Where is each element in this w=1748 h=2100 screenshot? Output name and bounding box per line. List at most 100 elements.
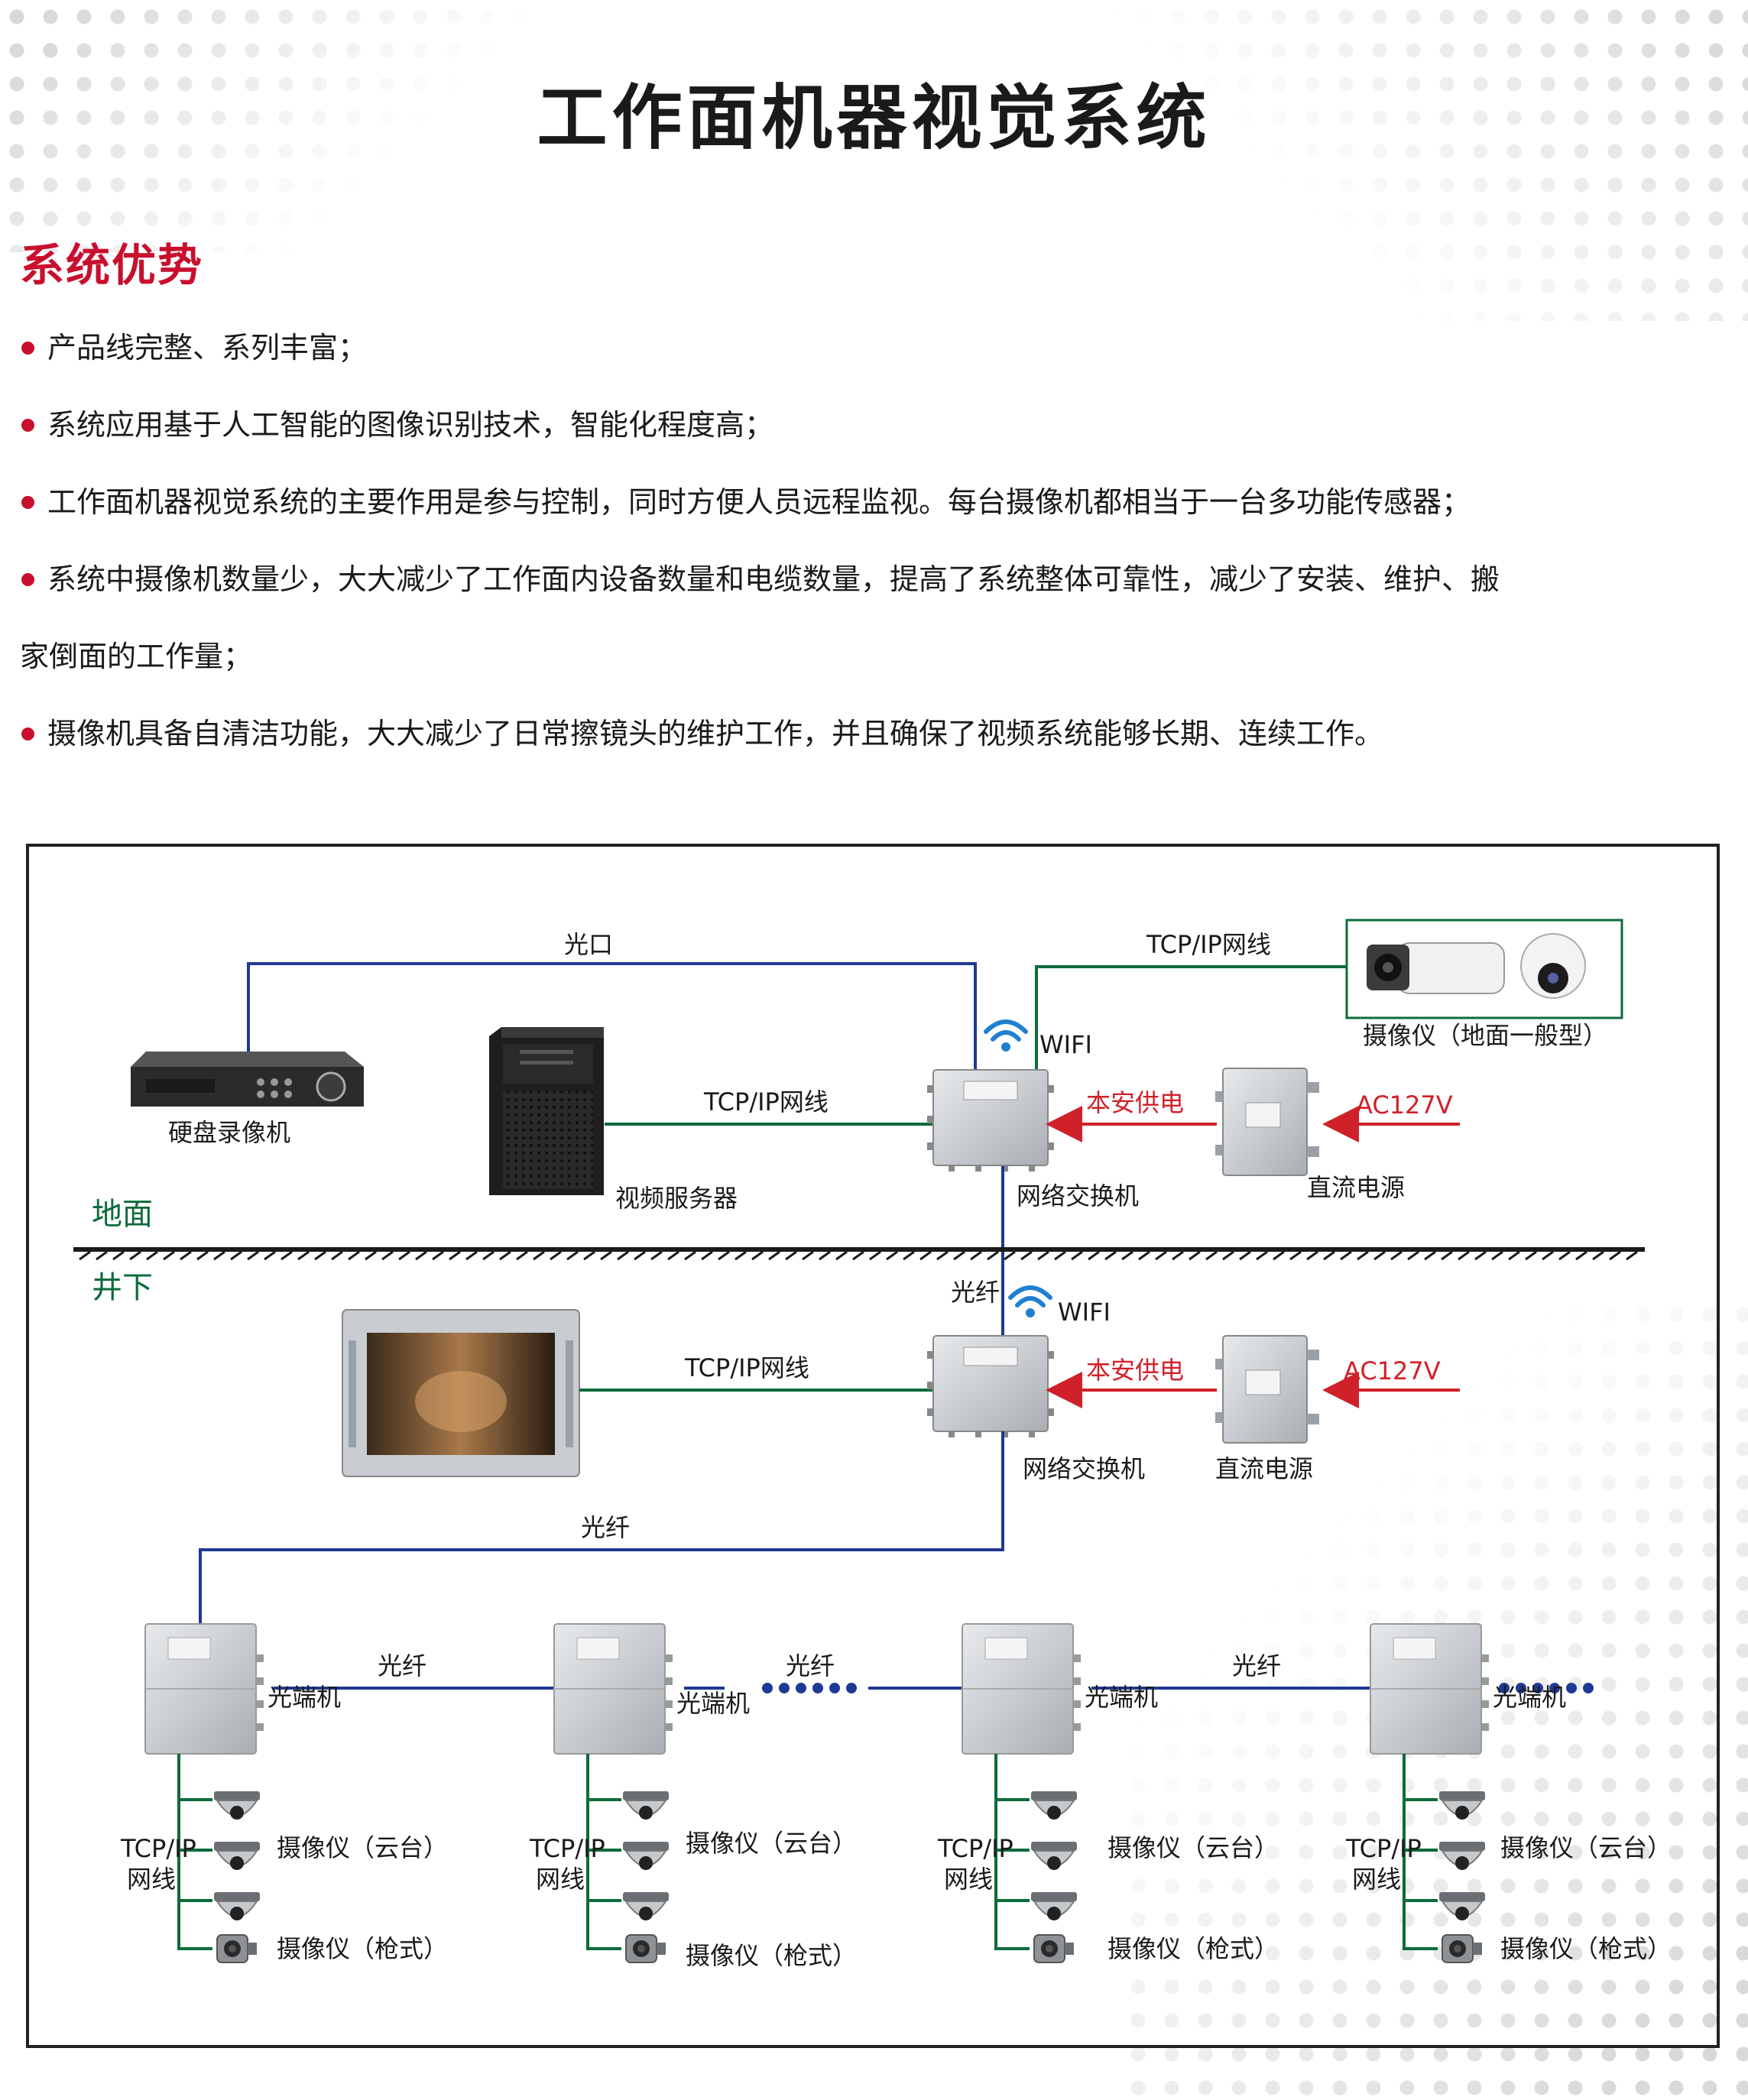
bullet-camera-icon: [1442, 1934, 1483, 1963]
list-item-text-continuation: 家倒面的工作量；: [20, 640, 253, 673]
bullet-camera-label: 摄像仪（枪式）: [277, 1934, 448, 1963]
monitor-link-label: TCP/IP网线: [684, 1353, 809, 1382]
surface-dc-power-icon: [1215, 1068, 1320, 1176]
video-server-icon: [489, 1027, 604, 1195]
list-item-text: 产品线完整、系列丰富；: [47, 331, 368, 365]
ptz-camera-icon: [1438, 1841, 1486, 1871]
bullet-camera-label: 摄像仪（枪式）: [686, 1941, 857, 1970]
bullet-camera-icon: [625, 1934, 666, 1963]
ptz-camera-label: 摄像仪（云台）: [1107, 1833, 1279, 1862]
trunk-fiber-label: 光纤: [581, 1513, 630, 1542]
underground-ac-label: AC127V: [1344, 1356, 1441, 1385]
ptz-camera-icon: [1030, 1891, 1078, 1921]
page-title: 工作面机器视觉系统: [537, 77, 1211, 159]
terminal-label: 光端机: [1493, 1683, 1566, 1712]
terminal-cable-label: TCP/IP: [937, 1834, 1013, 1863]
underground-wifi-label: WIFI: [1058, 1298, 1111, 1327]
ptz-camera-icon: [622, 1791, 670, 1820]
surface-wifi-label: WIFI: [1039, 1030, 1092, 1059]
underground-dc-power-icon: [1215, 1335, 1320, 1444]
surface-switch-label: 网络交换机: [1017, 1181, 1139, 1210]
nvr-label: 硬盘录像机: [168, 1118, 290, 1147]
bullet-camera-label: 摄像仪（枪式）: [1107, 1934, 1279, 1963]
terminal-cable-label: 网线: [536, 1865, 585, 1894]
server-link-label: TCP/IP网线: [703, 1087, 829, 1116]
ptz-camera-label: 摄像仪（云台）: [686, 1829, 857, 1858]
bullet-camera-label: 摄像仪（枪式）: [1500, 1934, 1672, 1963]
terminal-cable-label: 网线: [1352, 1865, 1401, 1894]
list-item-text: 系统应用基于人工智能的图像识别技术，智能化程度高；: [47, 408, 774, 442]
terminal-cable-label: TCP/IP: [529, 1834, 605, 1863]
optical-terminal-group: TCP/IP 网线 光端机 摄像仪（云台） 摄像仪（枪式）: [120, 1623, 448, 1963]
terminal-cable-label: 网线: [127, 1865, 176, 1894]
bullet-camera-icon: [1033, 1934, 1075, 1963]
list-item: 产品线完整、系列丰富；: [20, 309, 1724, 387]
list-item: 系统中摄像机数量少，大大减少了工作面内设备数量和电缆数量，提高了系统整体可靠性，…: [20, 541, 1724, 695]
list-item-text: 工作面机器视觉系统的主要作用是参与控制，同时方便人员远程监视。每台摄像机都相当于…: [47, 485, 1471, 519]
underground-network-switch-icon: [926, 1335, 1055, 1438]
surface-ac-label: AC127V: [1356, 1091, 1453, 1120]
bullet-camera-icon: [1367, 942, 1505, 994]
surface-network-switch-icon: [926, 1069, 1055, 1172]
list-item: 摄像机具备自清洁功能，大大减少了日常擦镜头的维护工作，并且确保了视频系统能够长期…: [20, 695, 1724, 773]
nvr-device-icon: [131, 1052, 364, 1107]
network-diagram-frame: 光口 TCP/IP网线 摄像仪（地面一般型） 硬盘录像机 视频服务器 TCP/I…: [26, 844, 1720, 2048]
ptz-camera-icon: [1030, 1791, 1078, 1820]
bullet-dot-icon: [21, 342, 34, 355]
optical-port-label: 光口: [564, 930, 613, 959]
ptz-camera-icon: [622, 1841, 670, 1871]
underground-intrinsic-power-label: 本安供电: [1086, 1356, 1184, 1385]
ptz-camera-label: 摄像仪（云台）: [1500, 1833, 1672, 1862]
surface-tcpip-line: [1035, 965, 1347, 1070]
list-item-text: 系统中摄像机数量少，大大减少了工作面内设备数量和电缆数量，提高了系统整体可靠性，…: [47, 562, 1500, 596]
ground-hatching: [79, 1250, 1638, 1261]
underground-fiber-label: 光纤: [951, 1278, 1000, 1307]
ptz-camera-icon: [1438, 1791, 1486, 1820]
terminal-label: 光端机: [676, 1689, 750, 1718]
ptz-camera-label: 摄像仪（云台）: [277, 1833, 448, 1862]
terminal-cable-label: 网线: [944, 1865, 993, 1894]
optical-terminal-group: TCP/IP 网线 光端机 摄像仪（云台） 摄像仪（枪式）: [529, 1623, 857, 1970]
optical-port-line: [247, 962, 977, 1070]
ptz-camera-icon: [1438, 1891, 1486, 1921]
surface-tcpip-label: TCP/IP网线: [1146, 930, 1271, 959]
underground-switch-label: 网络交换机: [1023, 1454, 1145, 1483]
terminal-label: 光端机: [1085, 1683, 1158, 1712]
dome-camera-icon: [1520, 933, 1586, 999]
list-item-text: 摄像机具备自清洁功能，大大减少了日常擦镜头的维护工作，并且确保了视频系统能够长期…: [47, 717, 1384, 750]
continuation-dots: [1499, 1683, 1594, 1693]
ptz-camera-icon: [213, 1841, 261, 1871]
wifi-icon: [986, 1022, 1026, 1052]
terminal-cable-label: TCP/IP: [1345, 1834, 1422, 1863]
video-server-label: 视频服务器: [615, 1184, 738, 1213]
list-item: 系统应用基于人工智能的图像识别技术，智能化程度高；: [20, 387, 1724, 464]
ptz-camera-icon: [213, 1791, 261, 1820]
underground-dc-power-label: 直流电源: [1215, 1454, 1313, 1483]
trunk-fiber-line: [199, 1431, 1004, 1624]
bullet-dot-icon: [21, 573, 34, 586]
terminal-label: 光端机: [268, 1683, 341, 1712]
ground-cameras-label: 摄像仪（地面一般型）: [1363, 1021, 1607, 1050]
ptz-camera-icon: [213, 1891, 261, 1921]
bullet-dot-icon: [21, 496, 34, 509]
bullet-dot-icon: [21, 419, 34, 432]
network-diagram: 光口 TCP/IP网线 摄像仪（地面一般型） 硬盘录像机 视频服务器 TCP/I…: [73, 919, 1672, 1970]
chain-fiber-label: 光纤: [378, 1651, 426, 1680]
advantages-list: 产品线完整、系列丰富； 系统应用基于人工智能的图像识别技术，智能化程度高； 工作…: [20, 309, 1724, 773]
chain-fiber-label: 光纤: [1232, 1651, 1281, 1680]
bullet-camera-icon: [216, 1934, 258, 1963]
optical-terminal-group: TCP/IP 网线 光端机 摄像仪（云台） 摄像仪（枪式）: [1345, 1623, 1672, 1963]
continuation-dots: [762, 1683, 857, 1693]
list-item: 工作面机器视觉系统的主要作用是参与控制，同时方便人员远程监视。每台摄像机都相当于…: [20, 464, 1724, 541]
ptz-camera-icon: [622, 1891, 670, 1921]
bullet-dot-icon: [21, 728, 34, 741]
mine-monitor-icon: [342, 1309, 580, 1477]
wifi-icon: [1010, 1288, 1050, 1317]
advantages-heading: 系统优势: [20, 239, 204, 291]
chain-fiber-label: 光纤: [786, 1651, 835, 1680]
ptz-camera-icon: [1030, 1841, 1078, 1871]
underground-zone-label: 井下: [92, 1270, 153, 1305]
surface-zone-label: 地面: [92, 1197, 153, 1232]
surface-dc-power-label: 直流电源: [1307, 1173, 1405, 1202]
terminal-cable-label: TCP/IP: [120, 1834, 196, 1863]
